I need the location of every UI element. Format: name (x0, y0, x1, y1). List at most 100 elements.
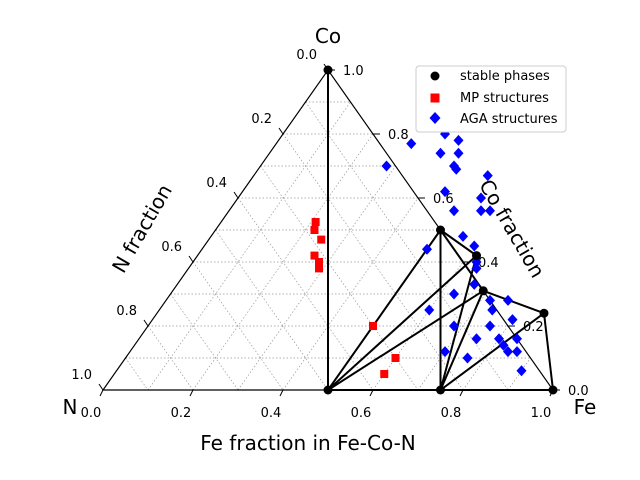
bottom-tick (279, 389, 284, 397)
aga-structure-point (482, 170, 493, 182)
stable-phase-point (436, 385, 445, 395)
right-tick-label: 0.8 (388, 128, 409, 143)
corner-label-right: Fe (574, 395, 597, 419)
grid-line-n (125, 357, 149, 391)
legend-frame (415, 65, 567, 133)
right-tick-label: 0.2 (523, 320, 544, 335)
mp-structure-point (391, 354, 400, 362)
tie-line (439, 290, 485, 391)
aga-structure-point (449, 320, 459, 332)
aga-structure-point (494, 333, 504, 345)
left-tick-label: 0.0 (296, 48, 317, 63)
left-tick (278, 127, 284, 135)
left-tick (98, 383, 104, 391)
data-points (310, 65, 558, 395)
legend-marker-stable (430, 71, 440, 81)
legend-marker-mp (430, 93, 440, 103)
aga-structure-point (469, 278, 480, 290)
aga-structure-point (487, 304, 498, 316)
grid-line-fe (372, 261, 464, 391)
tie-line (327, 254, 478, 391)
aga-structure-point (471, 333, 482, 345)
grid-line-n (260, 165, 419, 391)
aga-structure-point (453, 134, 464, 146)
aga-structure-point (449, 288, 459, 300)
legend-label-aga: AGA structures (460, 112, 558, 127)
tie-line (482, 289, 545, 315)
left-tick-label: 1.0 (71, 368, 92, 383)
mp-structure-point (380, 370, 389, 378)
stable-phase-point (548, 385, 558, 395)
stable-phase-point (472, 251, 481, 261)
aga-structure-point (453, 147, 464, 159)
stable-phase-point (539, 308, 549, 318)
left-tick-label: 0.2 (251, 112, 272, 127)
aga-structure-point (422, 243, 432, 255)
aga-structure-point (498, 339, 509, 351)
mp-structure-point (310, 251, 319, 260)
grid-line-fe (507, 357, 531, 391)
legend-label-stable: stable phases (460, 69, 550, 84)
grid-line-n (192, 261, 284, 391)
tie-line (543, 313, 554, 391)
mp-structure-point (310, 226, 319, 234)
aga-structure-point (440, 346, 450, 358)
aga-structure-point (516, 365, 527, 377)
corner-label-top: Co (315, 24, 341, 48)
tick-layer: 0.0 0.2 0.4 0.6 0.8 1.0 0.0 0.2 0.4 0.6 0.8 1.0 0.0 0… (71, 48, 588, 421)
mp-structure-point (311, 218, 320, 226)
stable-phase-point (436, 225, 445, 235)
aga-structure-point (381, 160, 392, 172)
left-tick (188, 255, 194, 263)
grid-line-fe (462, 325, 509, 391)
aga-structure-point (469, 240, 480, 252)
aga-structure-point (507, 314, 518, 326)
aga-structure-point (503, 346, 513, 358)
right-tick-label: 0.6 (433, 192, 454, 207)
left-tick-label: 0.4 (206, 176, 227, 191)
aga-structure-point (503, 294, 513, 306)
grid-line-fe (282, 197, 419, 391)
left-tick-label: 0.6 (161, 240, 182, 255)
mp-structure-point (369, 322, 377, 330)
grid-line-fe (147, 101, 351, 391)
grid-line-n (237, 197, 374, 391)
aga-structure-point (449, 205, 459, 217)
left-tick-label: 0.8 (116, 304, 137, 319)
right-tick-label: 0.0 (568, 384, 589, 399)
bottom-axis-label: Fe fraction in Fe-Co-N (200, 431, 416, 455)
left-side-label: N fraction (107, 180, 177, 277)
aga-structure-point (435, 147, 446, 159)
grid-line-n (170, 293, 239, 391)
bottom-tick-label: 0.0 (81, 406, 102, 421)
right-tick-label: 0.4 (478, 256, 499, 271)
aga-structure-point (406, 138, 417, 150)
legend-marker-aga (429, 112, 441, 124)
bottom-tick-label: 0.8 (441, 406, 462, 421)
grid-line-n (147, 325, 194, 391)
aga-structure-point (424, 304, 435, 316)
tie-line (439, 229, 478, 257)
right-tick-label: 1.0 (343, 64, 364, 79)
grid-line-n (305, 101, 509, 391)
tie-line (327, 289, 484, 391)
corner-label-left: N (63, 395, 78, 419)
left-tick (233, 191, 239, 199)
mp-structure-point (315, 258, 323, 266)
aga-structure-point (476, 192, 486, 204)
stable-phase-point (323, 385, 333, 395)
aga-structure-point (512, 333, 522, 345)
legend: stable phases MP structures AGA structur… (415, 65, 567, 133)
stable-phase-point (323, 65, 333, 75)
bottom-tick (459, 389, 464, 397)
left-tick (143, 319, 149, 327)
bottom-tick (189, 389, 194, 397)
aga-structure-point (485, 294, 495, 306)
bottom-tick-label: 1.0 (531, 406, 552, 421)
aga-structure-point (440, 186, 450, 198)
aga-structure-point (471, 262, 482, 274)
bottom-tick-label: 0.2 (171, 406, 192, 421)
tie-line (439, 255, 478, 391)
aga-structure-point (485, 320, 495, 332)
